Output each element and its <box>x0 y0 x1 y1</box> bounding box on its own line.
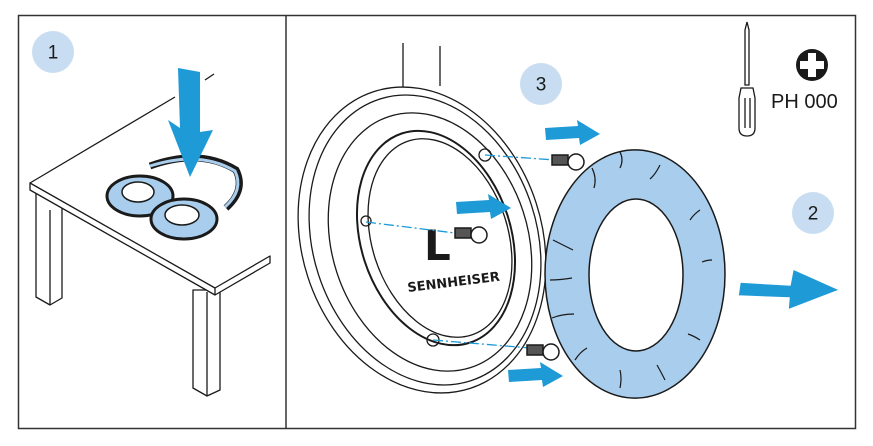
step-2-3-panel: L SENNHEISER <box>297 21 842 399</box>
table-illustration <box>29 73 271 397</box>
screw-icon <box>551 153 585 171</box>
pull-arrow-icon <box>737 267 842 312</box>
remove-arrows <box>456 120 600 387</box>
phillips-head-icon <box>796 49 828 81</box>
right-arrow-icon <box>508 362 563 387</box>
down-arrow-icon <box>168 68 213 177</box>
step-1-panel: 1 <box>29 31 271 397</box>
screwdriver-icon <box>738 21 756 137</box>
earpad-illustration <box>544 149 726 399</box>
screws <box>454 153 585 361</box>
screw-icon <box>526 343 560 361</box>
step-badge-2-label: 2 <box>808 204 819 225</box>
step-badge-3 <box>520 63 562 105</box>
right-arrow-icon <box>456 194 511 219</box>
step-badge-1-label: 1 <box>48 43 59 64</box>
tool-size-label: PH 000 <box>771 91 838 113</box>
screw-axis-lines <box>365 154 556 349</box>
side-letter: L <box>424 221 451 270</box>
step-badge-2 <box>792 192 834 234</box>
headband <box>402 43 441 88</box>
step-badge-3-label: 3 <box>536 75 547 96</box>
panel-frame <box>17 14 857 430</box>
right-arrow-icon <box>545 120 600 145</box>
earcup-illustration <box>297 86 547 394</box>
screw-icon <box>454 226 488 244</box>
headphones-illustration <box>105 154 243 241</box>
step-badge-1 <box>32 31 74 73</box>
